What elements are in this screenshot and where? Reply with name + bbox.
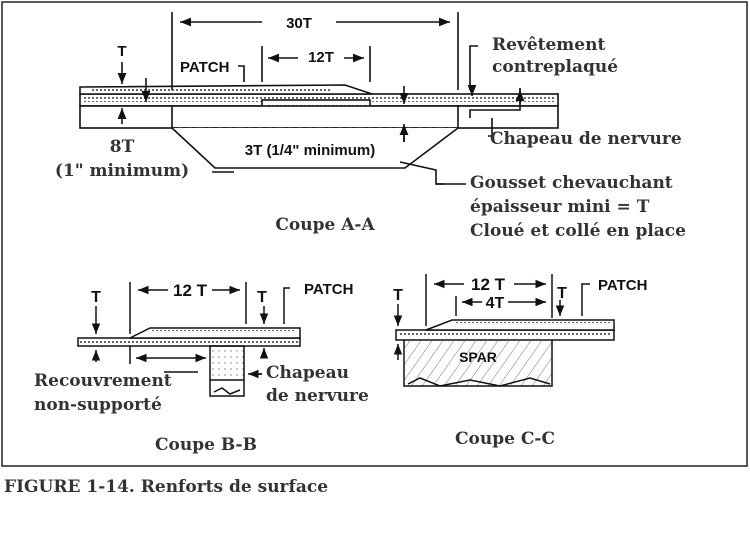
- aa-dim-30t: 30T: [286, 15, 312, 32]
- aa-dim-3t: 3T (1/4" minimum): [245, 142, 375, 159]
- cc-dim-12t: 12 T: [471, 275, 506, 294]
- bb-dim-t-right: T: [257, 289, 267, 306]
- section-aa: [79, 12, 559, 185]
- bb-rib-cap: [209, 345, 245, 381]
- bb-patch-label: PATCH: [304, 281, 353, 298]
- bb-rib-cap-line2: de nervure: [266, 386, 369, 406]
- cc-spar: [403, 340, 553, 387]
- aa-gusset-line1: Gousset chevauchant: [470, 173, 673, 193]
- aa-dim-12t: 12T: [308, 49, 334, 66]
- aa-gusset-line2: épaisseur mini = T: [470, 197, 650, 217]
- cc-dim-t-right: T: [557, 285, 567, 302]
- aa-min-1in: (1" minimum): [55, 161, 189, 181]
- figure-frame: [1, 1, 748, 467]
- aa-dim-8t: 8T: [110, 137, 135, 157]
- bb-rib-cap-line1: Chapeau: [266, 363, 349, 383]
- cc-section-title: Coupe C-C: [455, 429, 555, 449]
- bb-unsupported-line1: Recouvrement: [34, 371, 172, 391]
- figure-caption: FIGURE 1-14. Renforts de surface: [4, 477, 328, 497]
- bb-section-title: Coupe B-B: [155, 435, 257, 455]
- aa-gusset-line3: Cloué et collé en place: [470, 221, 686, 241]
- aa-rib-cap-label: Chapeau de nervure: [490, 129, 682, 149]
- cc-dim-t-left: T: [393, 287, 403, 304]
- aa-plywood-line1: Revêtement: [492, 35, 605, 55]
- section-bb: [77, 282, 301, 397]
- aa-dim-t: T: [117, 43, 126, 60]
- aa-patch-label: PATCH: [180, 59, 229, 76]
- aa-section-title: Coupe A-A: [275, 215, 375, 235]
- cc-patch-label: PATCH: [598, 277, 647, 294]
- bb-dim-12t: 12 T: [173, 281, 208, 300]
- bb-unsupported-line2: non-supporté: [34, 395, 162, 415]
- bb-dim-t-left: T: [91, 289, 101, 306]
- aa-gusset: [171, 127, 459, 169]
- cc-dim-4t: 4T: [486, 295, 505, 312]
- aa-plywood-line2: contreplaqué: [492, 57, 618, 77]
- cc-spar-label: SPAR: [459, 349, 497, 365]
- section-cc: [393, 274, 615, 387]
